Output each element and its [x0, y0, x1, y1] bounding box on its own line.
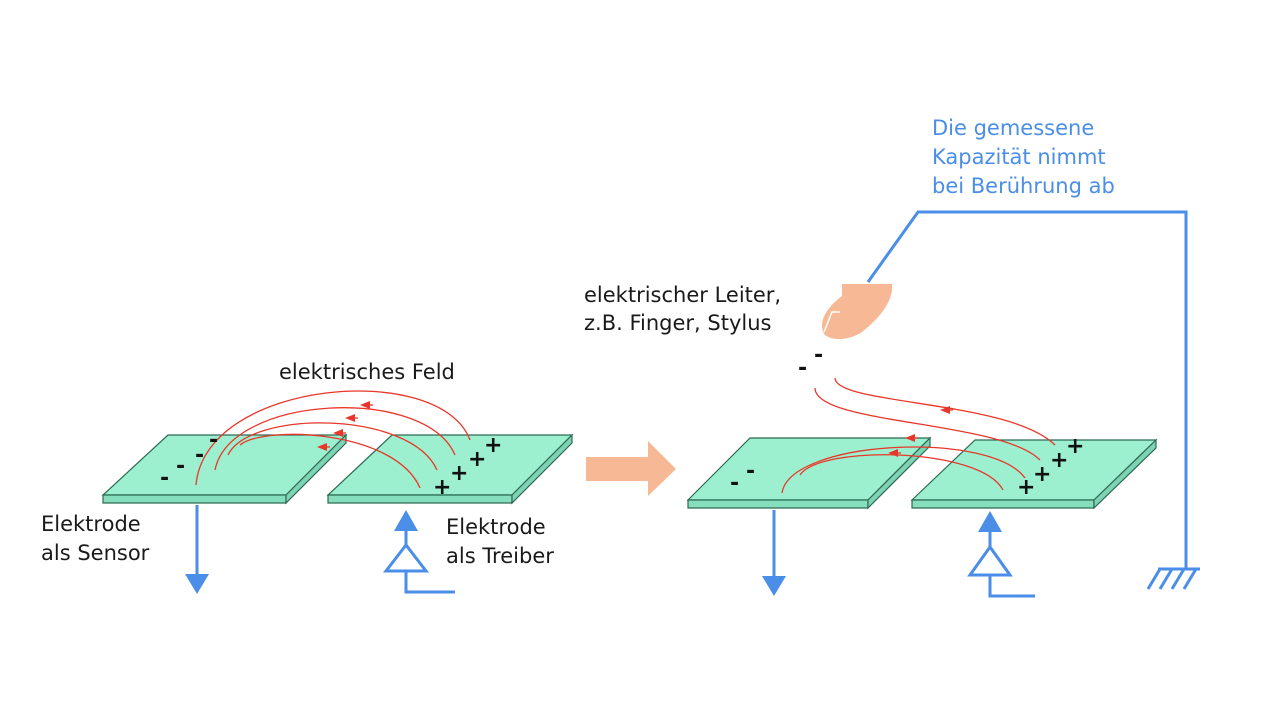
field-lines-right [781, 377, 1056, 494]
charges-left: - - - - + + + + [160, 428, 502, 500]
ground-wire [866, 210, 1188, 569]
ground-icon [1146, 567, 1200, 590]
capacitance-line1: Die gemessene [932, 116, 1095, 140]
plus-charge: + [450, 461, 468, 486]
sensor-output-arrow [762, 510, 786, 596]
minus-charge: - [195, 443, 204, 468]
transition-arrow [586, 441, 676, 496]
minus-charge: - [209, 428, 218, 453]
field-label: elektrisches Feld [279, 360, 455, 384]
minus-charge: - [730, 471, 739, 496]
plus-charge: + [1050, 448, 1068, 473]
sensor-label-line2: als Sensor [41, 541, 150, 565]
plus-charge: + [1017, 475, 1035, 500]
plus-charge: + [484, 433, 502, 458]
minus-charge: - [176, 454, 185, 479]
left-panel: - - - - + + + + [101, 390, 574, 594]
minus-charge: - [798, 356, 807, 381]
driver-amplifier-icon [967, 511, 1035, 598]
finger-icon [822, 284, 893, 340]
right-panel: - - - - + + + + [686, 210, 1200, 598]
plus-charge: + [1033, 462, 1051, 487]
minus-charge: - [746, 459, 755, 484]
minus-charge: - [160, 466, 169, 491]
capacitance-line2: Kapazität nimmt [932, 145, 1106, 169]
plus-charge: + [433, 475, 451, 500]
driver-electrode-left [326, 433, 574, 505]
plus-charge: + [1066, 434, 1084, 459]
conductor-label-line2: z.B. Finger, Stylus [584, 311, 772, 335]
sensor-electrode-right [686, 436, 932, 510]
field-lines-left [195, 390, 471, 489]
capacitance-line3: bei Berührung ab [932, 174, 1115, 198]
driver-label-line2: als Treiber [446, 544, 554, 568]
charges-right: - - - - + + + + [730, 343, 1084, 500]
minus-charge: - [814, 343, 823, 368]
driver-amplifier-icon [382, 510, 455, 594]
plus-charge: + [468, 447, 486, 472]
driver-electrode-right [910, 438, 1158, 510]
driver-label-line1: Elektrode [446, 515, 546, 539]
sensor-electrode-left [101, 433, 348, 505]
sensor-output-arrow [185, 505, 209, 594]
sensor-label-line1: Elektrode [41, 512, 141, 536]
conductor-label-line1: elektrischer Leiter, [584, 283, 782, 307]
